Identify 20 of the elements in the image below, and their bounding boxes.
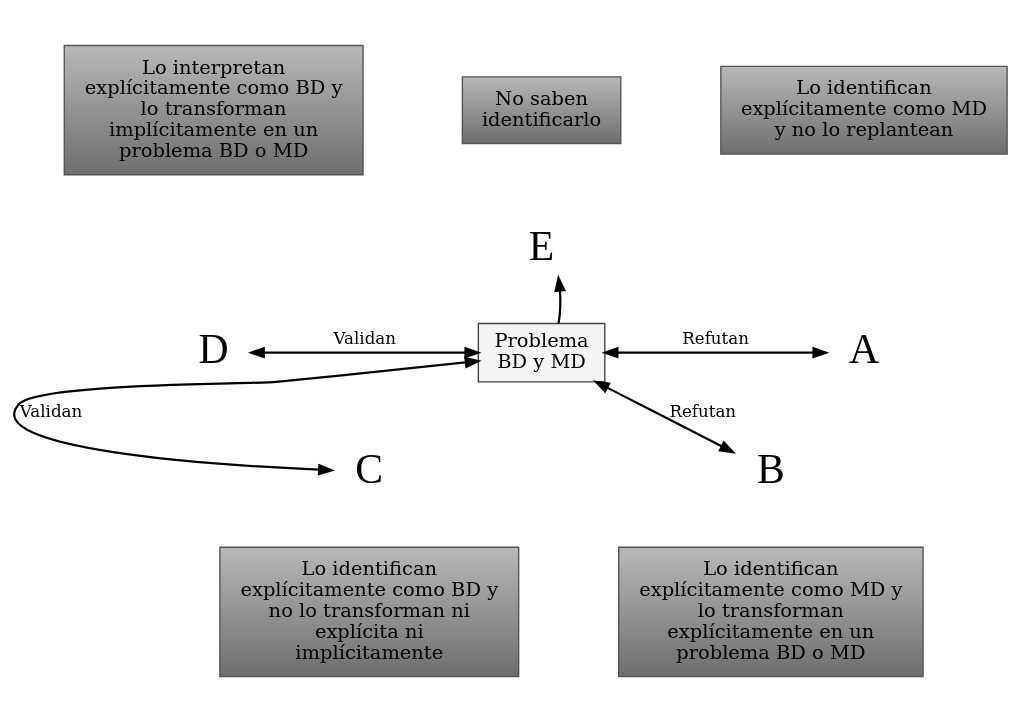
node-text: B — [756, 446, 785, 493]
node-box: Lo identifican explícitamente como BD y no lo transforman ni explícita ni implícitamente — [219, 546, 520, 678]
edge-label: Refutan — [682, 328, 749, 348]
node-text: D — [198, 326, 229, 373]
edge-label: Validan — [19, 402, 83, 422]
arrow — [14, 356, 482, 476]
arrow — [554, 274, 567, 324]
node-box: No saben identificarlo — [461, 76, 622, 145]
arrow — [592, 380, 737, 454]
arrow — [601, 346, 830, 359]
edge-label: Validan — [333, 328, 396, 348]
node-text: C — [355, 446, 384, 493]
node-box: Lo identifican explícitamente como MD y lo transforman explícitamente en un problema BD o MD — [618, 546, 924, 678]
edge-label: Refutan — [669, 402, 737, 422]
node-text: A — [848, 326, 880, 373]
arrow — [247, 346, 482, 359]
node-text: E — [528, 222, 555, 269]
node-box: Lo interpretan explícitamente como BD y lo transforman implícitamente en un problema BD o MD — [63, 44, 364, 176]
node-box: Problema BD y MD — [477, 322, 606, 383]
node-box: Lo identifican explícitamente como MD y no lo replantean — [720, 65, 1008, 155]
